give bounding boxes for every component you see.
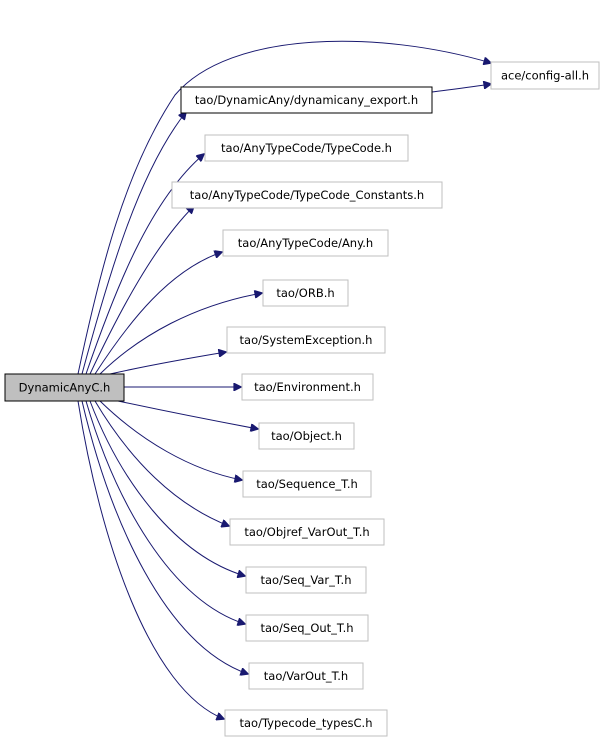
root-node-label: DynamicAnyC.h xyxy=(19,381,111,395)
edge-root-to-orb xyxy=(99,293,262,375)
node-environment[interactable]: tao/Environment.h xyxy=(241,373,374,401)
node-label: tao/ORB.h xyxy=(276,286,334,300)
edge-root-to-object xyxy=(117,400,258,429)
node-typecode-constants[interactable]: tao/AnyTypeCode/TypeCode_Constants.h xyxy=(171,181,443,209)
edge-root-to-config-all xyxy=(77,40,491,375)
node-label: tao/SystemException.h xyxy=(240,333,373,347)
node-label: tao/AnyTypeCode/TypeCode_Constants.h xyxy=(190,188,424,202)
edge-root-to-system-exception xyxy=(109,352,226,375)
node-label: tao/VarOut_T.h xyxy=(264,669,348,683)
node-orb[interactable]: tao/ORB.h xyxy=(262,279,349,307)
node-label: tao/AnyTypeCode/TypeCode.h xyxy=(221,141,392,155)
node-label: tao/Seq_Var_T.h xyxy=(261,573,352,587)
node-object[interactable]: tao/Object.h xyxy=(258,422,355,450)
edge-root-to-seq-var-t xyxy=(89,400,245,576)
node-label: tao/Typecode_typesC.h xyxy=(239,716,372,730)
edge-root-to-typecode-constants xyxy=(89,206,194,375)
edge-root-to-varout-t xyxy=(81,400,248,674)
edge-root-to-sequence-t xyxy=(99,400,242,480)
node-dynamicany-export[interactable]: tao/DynamicAny/dynamicany_export.h xyxy=(180,86,433,114)
edge-root-to-typecode xyxy=(85,154,204,375)
node-varout-t[interactable]: tao/VarOut_T.h xyxy=(248,662,364,690)
node-label: tao/Object.h xyxy=(271,429,342,443)
edge-root-to-objref-varout-t xyxy=(94,400,229,526)
node-typecode[interactable]: tao/AnyTypeCode/TypeCode.h xyxy=(204,134,409,162)
node-objref-varout-t[interactable]: tao/Objref_VarOut_T.h xyxy=(229,518,385,546)
node-system-exception[interactable]: tao/SystemException.h xyxy=(226,326,386,354)
nodes: ace/config-all.h tao/DynamicAny/dynamica… xyxy=(4,61,600,737)
edge-dynamicany-export-to-config-all xyxy=(431,84,491,93)
node-label: tao/Environment.h xyxy=(254,380,361,394)
edge-root-to-dynamicany-export xyxy=(81,112,186,375)
node-label: tao/Sequence_T.h xyxy=(256,477,358,491)
node-config-all[interactable]: ace/config-all.h xyxy=(490,61,600,90)
edge-root-to-typecode-typesc xyxy=(77,400,224,719)
node-label: tao/DynamicAny/dynamicany_export.h xyxy=(195,93,418,107)
edge-root-to-seq-out-t xyxy=(85,400,245,624)
node-seq-var-t[interactable]: tao/Seq_Var_T.h xyxy=(245,566,367,594)
node-any[interactable]: tao/AnyTypeCode/Any.h xyxy=(222,229,389,257)
node-sequence-t[interactable]: tao/Sequence_T.h xyxy=(242,470,372,498)
node-label: tao/AnyTypeCode/Any.h xyxy=(238,236,373,250)
node-typecode-typesc[interactable]: tao/Typecode_typesC.h xyxy=(224,709,388,737)
node-label: tao/Objref_VarOut_T.h xyxy=(244,525,369,539)
edge-root-to-any xyxy=(94,252,222,375)
node-seq-out-t[interactable]: tao/Seq_Out_T.h xyxy=(245,614,369,642)
node-label: ace/config-all.h xyxy=(501,69,589,83)
edges xyxy=(77,40,491,719)
node-root-dynamicanyc[interactable]: DynamicAnyC.h xyxy=(4,373,125,402)
node-label: tao/Seq_Out_T.h xyxy=(260,621,353,635)
